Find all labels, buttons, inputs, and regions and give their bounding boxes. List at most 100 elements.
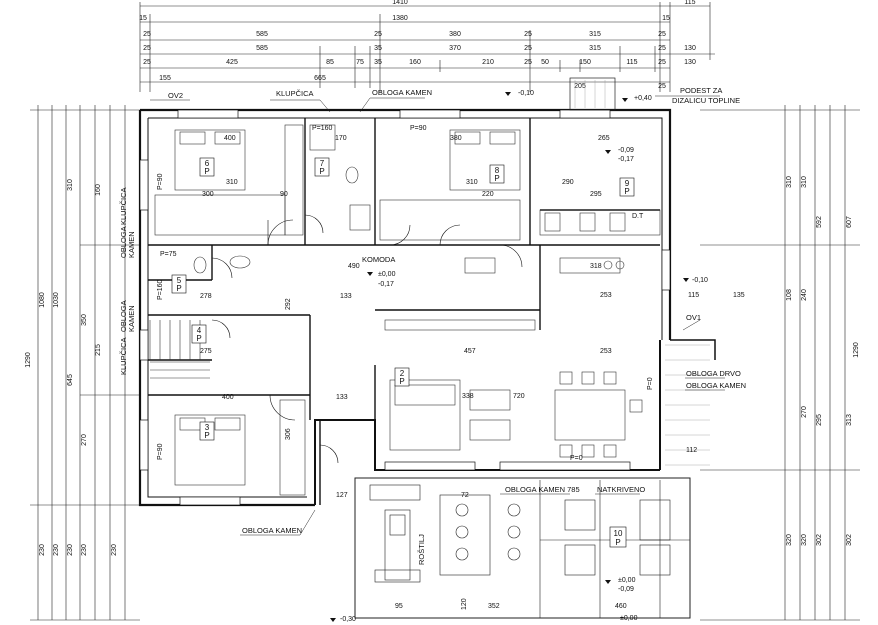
annotation-leaders — [150, 95, 725, 536]
level-1: -0,10 — [518, 90, 534, 97]
d265-label: 265 — [598, 135, 610, 142]
room-9-num: 9 — [625, 179, 630, 188]
dim-25g: 25 — [658, 45, 666, 52]
dim-25b: 25 — [374, 31, 382, 38]
d490-label: 490 — [348, 263, 360, 270]
room-6-num: 6 — [205, 159, 210, 168]
dim-160: 160 — [409, 59, 421, 66]
exterior-walls — [138, 108, 716, 507]
inner-labels: P=160 P=90 P=90 P=90 P=75 P=160 P=0 P=0 … — [157, 125, 745, 610]
dim-302a: 302 — [816, 534, 823, 546]
dim-592: 592 — [816, 216, 823, 228]
bed-3 — [174, 414, 246, 486]
grill — [384, 509, 411, 581]
dim-50: 50 — [541, 59, 549, 66]
d220-label: 220 — [482, 191, 494, 198]
toilet-7 — [345, 166, 359, 184]
d127-label: 127 — [336, 492, 348, 499]
doors — [211, 214, 523, 464]
level-8: ±0,00 — [618, 577, 636, 584]
sink-7 — [349, 204, 371, 231]
room-tags — [171, 157, 635, 548]
dim-302b: 302 — [846, 534, 853, 546]
level-2: +0,40 — [634, 95, 652, 102]
rostilj-label: ROŠTILJ — [417, 534, 426, 565]
dim-1290l: 1290 — [25, 352, 32, 368]
dim-585b: 585 — [256, 45, 268, 52]
dim-230a: 230 — [39, 544, 46, 556]
room-10-num: 10 — [614, 529, 623, 538]
top-dimension-lines — [139, 2, 715, 92]
room-3-p: P — [204, 431, 209, 440]
dim-210: 210 — [482, 59, 494, 66]
dim-35b: 35 — [374, 59, 382, 66]
dim-645: 645 — [67, 374, 74, 386]
dim-350: 350 — [81, 314, 88, 326]
p90c-label: P=90 — [157, 443, 164, 460]
dim-315b: 315 — [589, 45, 601, 52]
klupcica-left1-label: KLUPČICA — [119, 187, 128, 225]
dim-1410: 1410 — [392, 0, 408, 6]
d115-label: 115 — [688, 292, 699, 299]
d290-label: 290 — [562, 179, 574, 186]
dim-1380: 1380 — [392, 15, 408, 22]
d310b-label: 310 — [466, 179, 478, 186]
dt-label: D.T — [632, 213, 644, 220]
dim-25f: 25 — [524, 45, 532, 52]
klupcica-left2-label: KLUPČICA — [119, 337, 128, 375]
room-numbers: 6 P 7 P 8 P 9 P 5 P 4 P 2 P 3 P 10 P — [176, 159, 629, 547]
p90b-label: P=90 — [157, 173, 164, 190]
p160-label: P=160 — [312, 125, 333, 132]
kamen-left1-label: KAMEN — [127, 231, 136, 258]
p0-label: P=0 — [570, 455, 583, 462]
level-3: -0,09 — [618, 147, 634, 154]
room-7-p: P — [319, 167, 324, 176]
dim-130a: 130 — [684, 45, 696, 52]
sofa — [389, 379, 461, 451]
dim-230c: 230 — [67, 544, 74, 556]
dim-75: 75 — [356, 59, 364, 66]
dim-1080: 1080 — [39, 292, 46, 308]
wardrobe-6 — [154, 194, 286, 236]
dim-15a: 15 — [139, 15, 147, 22]
top-dimension-texts: 1410 115 15 1380 15 25 585 25 380 25 315… — [139, 0, 696, 90]
komoda-label: KOMODA — [362, 255, 395, 264]
kitchen-counter — [539, 209, 661, 236]
dim-230d: 230 — [81, 544, 88, 556]
dim-240: 240 — [801, 289, 808, 301]
dim-25c: 25 — [524, 31, 532, 38]
d310a-label: 310 — [226, 179, 238, 186]
d300-label: 300 — [202, 191, 214, 198]
d295-label: 295 — [590, 191, 602, 198]
wardrobe-8 — [379, 199, 521, 241]
obloga-kamen-bottom-label: OBLOGA KAMEN — [242, 526, 302, 535]
dim-35a: 35 — [374, 45, 382, 52]
dim-313: 313 — [846, 414, 853, 426]
level-5: ±0,00 — [378, 271, 396, 278]
d275-label: 275 — [200, 348, 212, 355]
d352-label: 352 — [488, 603, 500, 610]
kitchen-block — [559, 257, 621, 274]
dim-115b: 115 — [626, 59, 637, 66]
d292-label: 292 — [285, 298, 292, 310]
dim-160l: 160 — [95, 184, 102, 196]
dim-155: 155 — [159, 75, 171, 82]
p0b-label: P=0 — [647, 377, 654, 390]
bed-8 — [449, 129, 521, 191]
dim-607: 607 — [846, 216, 853, 228]
d400b-label: 400 — [222, 394, 234, 401]
ov1-label: OV1 — [686, 313, 701, 322]
room-4-num: 4 — [197, 326, 202, 335]
dim-1290r: 1290 — [853, 342, 860, 358]
dim-115-top: 115 — [684, 0, 695, 6]
terrace-hatch — [574, 80, 710, 466]
d133a-label: 133 — [340, 293, 352, 300]
p160b-label: P=160 — [157, 279, 164, 300]
right-dimension-lines — [700, 105, 860, 621]
d253a-label: 253 — [600, 292, 612, 299]
d72-label: 72 — [461, 492, 469, 499]
level-7: -0,10 — [692, 277, 708, 284]
level-4: -0,17 — [618, 156, 634, 163]
dim-25j: 25 — [658, 59, 666, 66]
